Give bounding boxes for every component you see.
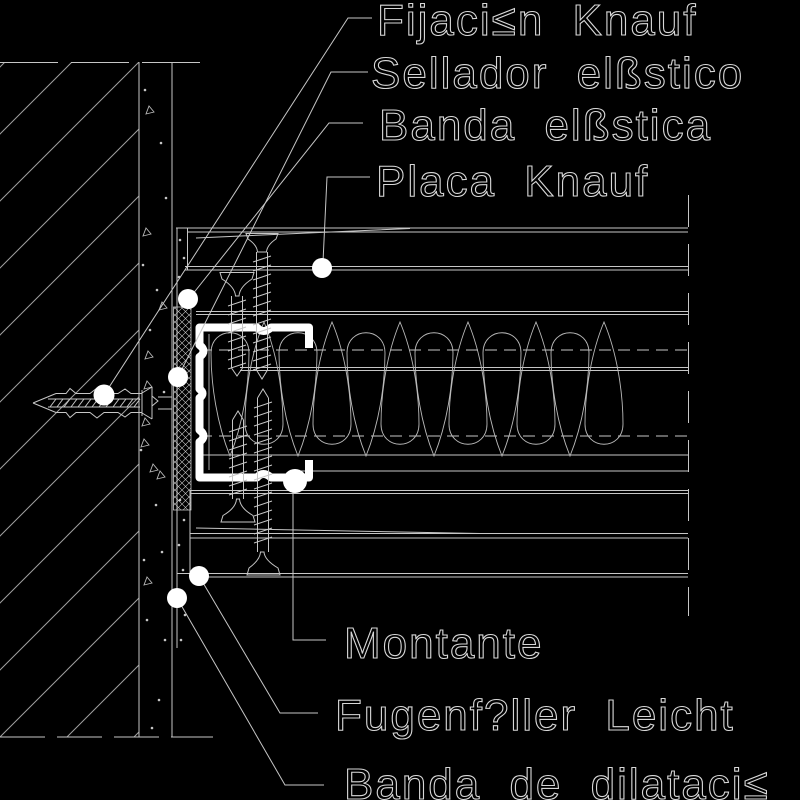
plaster-triangle-symbols [140, 105, 168, 586]
board-layer-lines [176, 195, 689, 616]
render-layer-stipple [139, 88, 187, 730]
label-fijacion-knauf: Fijaci≤n Knauf [377, 0, 698, 45]
screw-threads [253, 401, 273, 544]
leader-dot-montante [283, 469, 307, 493]
labels: Fijaci≤n Knauf Sellador elßstico Banda e… [334, 0, 770, 800]
screws [219, 233, 281, 576]
leader-dot-fijacion [93, 384, 115, 406]
label-sellador-elastico: Sellador elßstico [371, 49, 744, 98]
screw-bottom-inner [220, 410, 256, 523]
screw-threads [227, 299, 247, 370]
leader-fugenfuller [198, 575, 318, 714]
leader-fijacion [103, 17, 372, 396]
screw-bottom-outer [246, 388, 281, 576]
leader-dot-banda-dilatacion [167, 588, 187, 608]
montante-c-profile [195, 323, 313, 482]
balloon-markers [93, 258, 332, 608]
screw-threads [228, 425, 248, 496]
screw-top-inner [219, 272, 255, 377]
cavity-double-line [240, 367, 688, 371]
leader-dot-fugenfuller [189, 566, 209, 586]
cavity-lines [200, 454, 688, 472]
leader-banda-dilatacion [176, 597, 324, 786]
leader-placa [322, 176, 370, 263]
label-banda-dilatacion: Banda de dilataci≤ [344, 760, 770, 800]
leader-lines [103, 17, 372, 786]
label-banda-elastica: Banda elßstica [379, 101, 712, 150]
leader-dot-banda-elastica [178, 289, 198, 309]
leader-dot-placa [312, 258, 332, 278]
bottom-board-lines [177, 490, 688, 578]
leader-banda-elastica [187, 122, 363, 301]
leader-montante [292, 487, 326, 641]
expansion-band-hatch [173, 306, 192, 511]
label-placa-knauf: Placa Knauf [376, 157, 649, 206]
label-fugenfuller-leicht: Fugenf?ller Leicht [335, 691, 735, 740]
top-board-lines [176, 227, 688, 315]
leader-dot-sellador [168, 367, 188, 387]
leader-sellador [177, 71, 368, 378]
label-montante: Montante [344, 619, 543, 668]
screw-top-outer [245, 233, 279, 380]
screw-threads [252, 255, 272, 371]
